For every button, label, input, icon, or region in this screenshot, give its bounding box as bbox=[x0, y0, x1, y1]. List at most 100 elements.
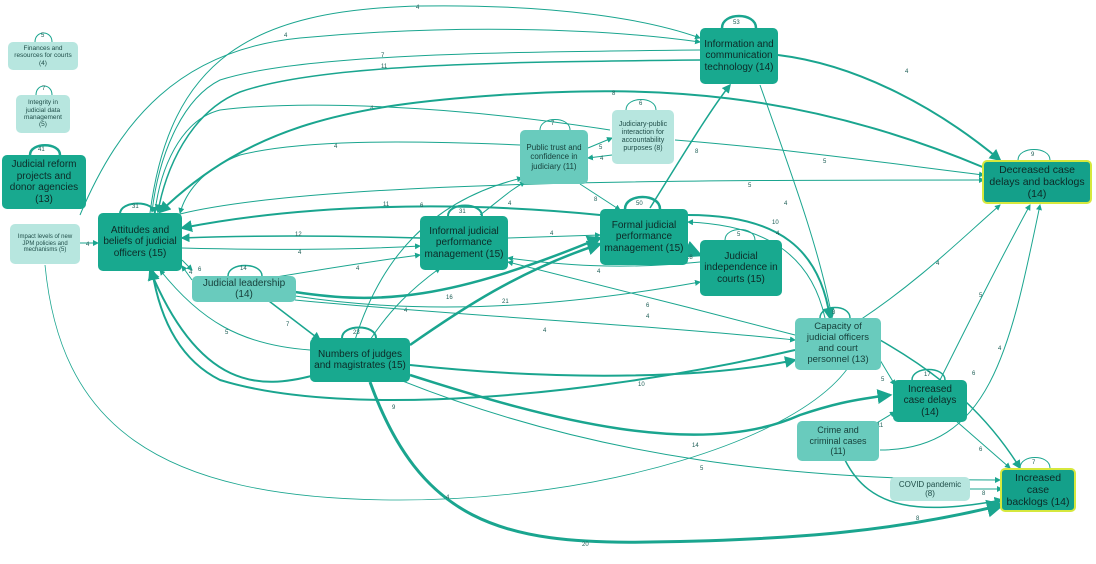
edge-label: 4 bbox=[784, 201, 788, 207]
node-covid[interactable]: COVID pandemic (8) bbox=[890, 477, 970, 501]
edge-crime-backlogs bbox=[844, 459, 1004, 509]
edge-interaction-attitudes bbox=[152, 104, 611, 213]
node-label: Finances and resources for courts (4) bbox=[14, 44, 72, 67]
edge-label: 4 bbox=[86, 242, 90, 248]
edge-numbers-backlogs-20 bbox=[368, 381, 1005, 544]
edge-attitudes-decreased bbox=[179, 177, 985, 215]
loop-label: 7 bbox=[551, 121, 555, 127]
edge-label: 5 bbox=[748, 183, 752, 189]
edge-reform-ict bbox=[79, 28, 701, 216]
node-finances[interactable]: Finances and resources for courts (4) bbox=[8, 42, 78, 70]
edge-leadership-independence bbox=[294, 279, 701, 308]
edge-label: 5 bbox=[700, 466, 704, 472]
edge-numbers-publictrust bbox=[354, 176, 523, 341]
loop-label: 31 bbox=[132, 204, 139, 210]
edge-informal-publictrust bbox=[479, 181, 526, 216]
loop-label: 5 bbox=[41, 33, 45, 39]
edge-formal-attitudes bbox=[180, 205, 601, 232]
edge-label: 4 bbox=[543, 328, 547, 334]
edge-label: 11 bbox=[877, 423, 884, 429]
node-interaction[interactable]: Judiciary-public interaction for account… bbox=[612, 110, 674, 164]
node-attitudes[interactable]: Attitudes and beliefs of judicial office… bbox=[98, 213, 182, 271]
edge-label: 4 bbox=[416, 5, 420, 11]
edge-label: 4 bbox=[936, 261, 940, 267]
edge-crime-decreased bbox=[879, 204, 1042, 451]
self-loops: 5 7 41 31 14 31 23 7 6 50 5 53 8 17 9 7 bbox=[28, 14, 1051, 469]
node-impact[interactable]: Impact levels of new JPM policies and me… bbox=[10, 224, 80, 264]
edge-attitudes-informal bbox=[181, 243, 421, 250]
loop-delays bbox=[911, 368, 946, 381]
edge-label: 4 bbox=[298, 250, 302, 256]
node-informal[interactable]: Informal judicial performance management… bbox=[420, 216, 508, 270]
edge-leadership-capacity bbox=[294, 299, 796, 343]
edge-delays-decreased bbox=[939, 204, 1031, 381]
edges: 4 4 4 7 11 4 4 8 4 5 5 11 12 4 4 4 6 bbox=[44, 5, 1042, 548]
loop-label: 14 bbox=[240, 266, 247, 272]
node-label: Judicial reform projects and donor agenc… bbox=[9, 159, 79, 205]
edge-label: 21 bbox=[502, 299, 509, 305]
edge-interaction-decreased bbox=[674, 139, 985, 178]
edge-ict-attitudes-b bbox=[154, 59, 701, 214]
edge-label: 7 bbox=[381, 53, 385, 59]
edge-label: 4 bbox=[646, 314, 650, 320]
edge-label: 5 bbox=[823, 159, 827, 165]
node-label: COVID pandemic (8) bbox=[898, 479, 962, 498]
node-label: Numbers of judges and magistrates (15) bbox=[314, 348, 406, 372]
loop-label: 7 bbox=[42, 86, 46, 92]
edge-attitudes-leadership bbox=[181, 259, 193, 271]
node-capacity[interactable]: Capacity of judicial officers and court … bbox=[795, 318, 881, 370]
loop-label: 31 bbox=[459, 209, 466, 215]
edge-publictrust-formal bbox=[579, 183, 621, 211]
loop-label: 17 bbox=[924, 372, 931, 378]
edge-label: 6 bbox=[979, 447, 983, 453]
node-publictrust[interactable]: Public trust and confidence in judiciary… bbox=[520, 130, 588, 184]
loop-label: 53 bbox=[733, 20, 740, 26]
edge-label: 6 bbox=[198, 267, 202, 273]
edge-impact-backlogs bbox=[44, 264, 851, 501]
node-formal[interactable]: Formal judicial performance management (… bbox=[600, 209, 688, 265]
edge-label: 4 bbox=[404, 308, 408, 314]
edge-label: 4 bbox=[356, 266, 360, 272]
edge-label: 4 bbox=[446, 495, 450, 501]
edge-capacity-attitudes bbox=[147, 268, 796, 402]
node-label: Formal judicial performance management (… bbox=[604, 219, 684, 254]
loop-label: 6 bbox=[639, 101, 643, 107]
edge-delays-backlogs bbox=[954, 419, 1011, 469]
edge-label: 10 bbox=[772, 220, 779, 226]
edge-numbers-formal bbox=[409, 240, 603, 347]
edge-publictrust-interaction bbox=[587, 137, 613, 149]
edge-label: 4 bbox=[508, 201, 512, 207]
node-label: Public trust and confidence in judiciary… bbox=[526, 143, 582, 171]
edge-label: 14 bbox=[692, 443, 699, 449]
loop-label: 23 bbox=[353, 330, 360, 336]
node-reform[interactable]: Judicial reform projects and donor agenc… bbox=[2, 155, 86, 209]
node-numbers[interactable]: Numbers of judges and magistrates (15) bbox=[310, 338, 410, 382]
edge-label: 4 bbox=[776, 231, 780, 237]
edge-capacity-delays bbox=[879, 359, 896, 386]
edge-label: 4 bbox=[284, 33, 288, 39]
edge-label: 11 bbox=[383, 202, 390, 208]
node-label: Informal judicial performance management… bbox=[424, 225, 504, 260]
node-integrity[interactable]: Integrity in judicial data management (5… bbox=[16, 95, 70, 133]
loop-label: 50 bbox=[636, 201, 643, 207]
node-delays[interactable]: Increased case delays (14) bbox=[893, 380, 967, 422]
edge-label: 16 bbox=[446, 295, 453, 301]
edge-numbers-capacity bbox=[409, 356, 797, 377]
loop-leadership bbox=[227, 264, 263, 277]
node-backlogs[interactable]: Increased case backlogs (14) bbox=[1000, 468, 1076, 512]
node-crime[interactable]: Crime and criminal cases (11) bbox=[797, 421, 879, 461]
edge-label: 6 bbox=[972, 371, 976, 377]
loop-interaction bbox=[625, 99, 657, 111]
node-leadership[interactable]: Judicial leadership (14) bbox=[192, 276, 296, 302]
node-label: Judicial independence in courts (15) bbox=[704, 250, 778, 285]
node-decreased[interactable]: Decreased case delays and backlogs (14) bbox=[982, 160, 1092, 204]
loop-finances bbox=[34, 32, 53, 43]
node-label: Crime and criminal cases (11) bbox=[809, 425, 867, 457]
node-ict[interactable]: Information and communication technology… bbox=[700, 28, 778, 84]
node-independence[interactable]: Judicial independence in courts (15) bbox=[700, 240, 782, 296]
edge-numbers-attitudes-9 bbox=[148, 268, 316, 383]
edge-formal-independence bbox=[682, 240, 703, 258]
loop-label: 5 bbox=[737, 232, 741, 238]
edge-label: 8 bbox=[594, 197, 598, 203]
